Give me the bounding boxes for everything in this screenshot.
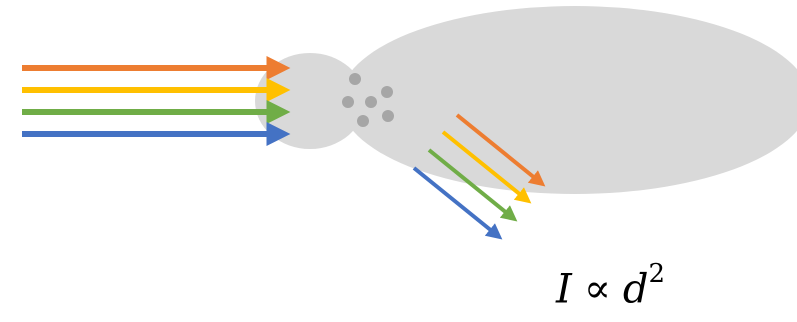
intensity-symbol: I: [556, 266, 572, 313]
scattered-beam-yellow: [441, 130, 532, 204]
exponent: 2: [648, 259, 666, 289]
diameter-symbol: d: [622, 266, 649, 313]
particle-dot: [342, 96, 354, 108]
scattered-beam-blue: [412, 166, 503, 240]
large-particle: [340, 6, 797, 194]
scattered-beams: [412, 113, 546, 240]
incident-beams: [22, 56, 291, 146]
scattered-beam-orange: [455, 113, 546, 187]
particle-dot: [357, 115, 369, 127]
intensity-formula: I∝d2: [556, 252, 665, 317]
particle-dots: [342, 73, 394, 127]
proportional-symbol: ∝: [583, 266, 611, 313]
particle-dot: [381, 86, 393, 98]
particle-dot: [382, 110, 394, 122]
particle-dot: [365, 96, 377, 108]
scattered-beam-green: [427, 148, 518, 222]
particle-dot: [349, 73, 361, 85]
